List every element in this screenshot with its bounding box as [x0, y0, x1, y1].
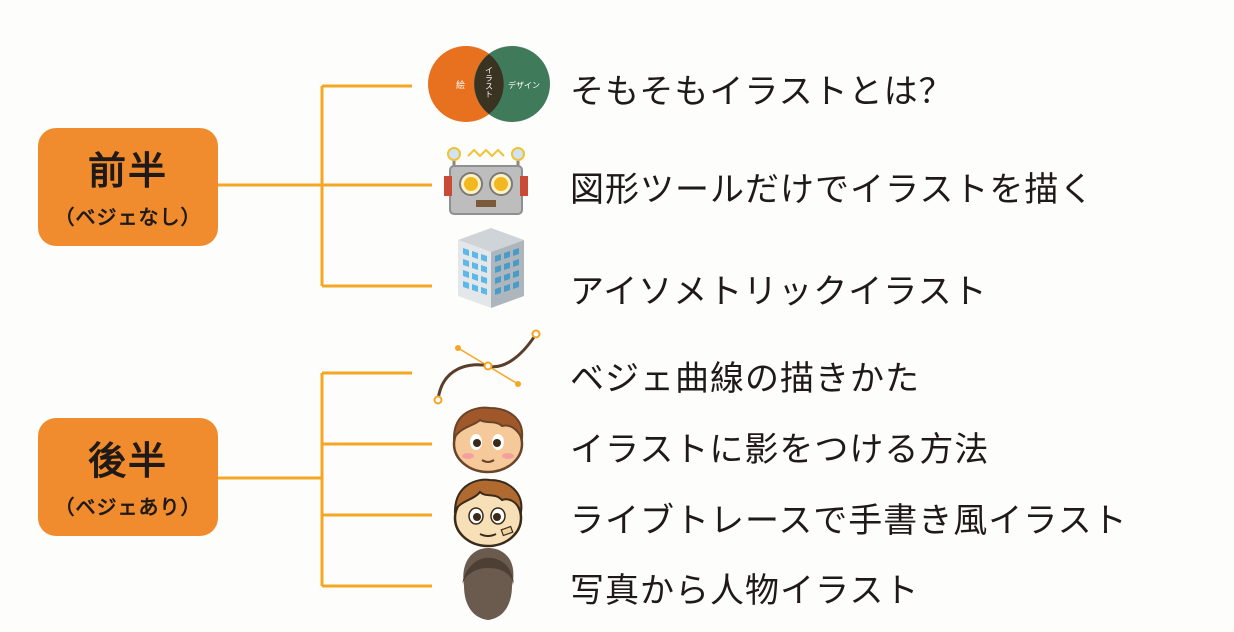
isometric-building-icon [458, 228, 524, 308]
bezier-curve-icon [433, 329, 541, 405]
section-subtitle: （ベジェあり） [54, 495, 202, 519]
item-label-live-trace: ライブトレースで手書き風イラスト [570, 501, 1128, 541]
hand-drawn-boy-face-icon [453, 478, 523, 548]
venn-right-label: デザイン [508, 80, 540, 90]
item-label-bezier-drawing: ベジェ曲線の描きかた [570, 359, 920, 399]
item-label-photo-to-person: 写真から人物イラスト [570, 571, 920, 611]
robot-icon [444, 147, 528, 215]
shaded-boy-face-icon [452, 406, 524, 474]
item-label-shape-tools-only: 図形ツールだけでイラストを描く [570, 170, 1095, 210]
section-box-first-half: 前半 （ベジェなし） [38, 128, 218, 246]
person-silhouette-icon [462, 548, 514, 620]
item-label-isometric: アイソメトリックイラスト [570, 272, 988, 312]
item-label-what-is-illustration: そもそもイラストとは？ [570, 72, 954, 112]
venn-diagram-icon: 絵 イラスト デザイン [428, 46, 550, 122]
section-title: 後半 [87, 439, 168, 483]
section-title: 前半 [87, 149, 168, 193]
venn-center-label: イラスト [485, 66, 494, 98]
venn-left-label: 絵 [456, 79, 465, 91]
section-subtitle: （ベジェなし） [54, 205, 202, 229]
section-box-second-half: 後半 （ベジェあり） [38, 418, 218, 536]
item-label-shading: イラストに影をつける方法 [570, 430, 990, 470]
